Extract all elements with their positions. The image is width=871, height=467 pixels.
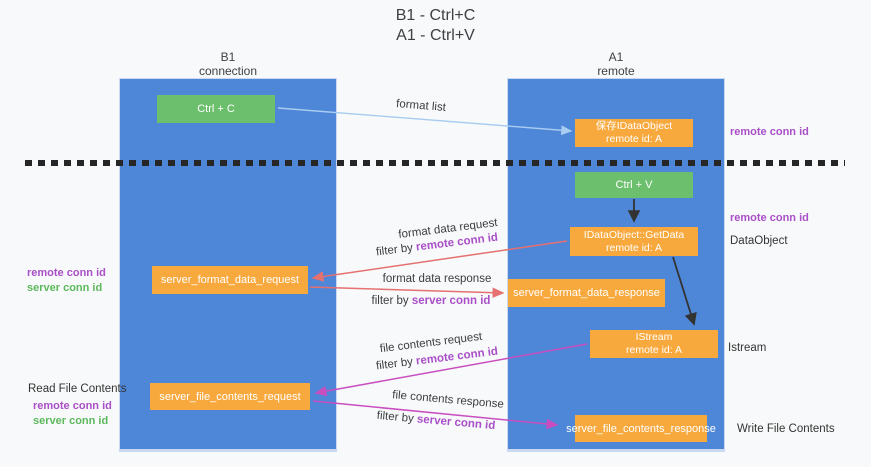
- read-file-contents-label: Read File Contents: [28, 383, 127, 395]
- title-line-2: A1 - Ctrl+V: [396, 27, 475, 44]
- filter-by-server-conn-id-label-1: filter by server conn id: [372, 295, 491, 307]
- save-dataobject-line2: remote id: A: [605, 133, 663, 145]
- filter-by-text: filter by: [375, 355, 417, 373]
- ctrl-v-label: Ctrl + V: [615, 179, 653, 191]
- server-file-contents-response-box: server_file_contents_response: [566, 415, 716, 442]
- istream-box: IStream remote id: A: [590, 330, 718, 358]
- left-server-conn-id-label-1: server conn id: [27, 282, 103, 294]
- getdata-box: IDataObject::GetData remote id: A: [570, 227, 698, 256]
- left-column-header: B1 connection: [119, 50, 337, 78]
- server-conn-id-text: server conn id: [416, 413, 496, 433]
- left-remote-conn-id-label-2: remote conn id: [33, 400, 112, 412]
- format-data-response-label: format data response: [382, 273, 492, 285]
- istream-line1: IStream: [635, 331, 673, 343]
- right-column-header: A1 remote: [507, 50, 725, 78]
- left-remote-conn-id-label-1: remote conn id: [27, 267, 106, 279]
- right-column-role: remote: [597, 64, 635, 78]
- server-conn-id-text: server conn id: [411, 295, 491, 307]
- save-dataobject-box: 保存IDataObject remote id: A: [575, 119, 693, 147]
- title-line-1: B1 - Ctrl+C: [395, 7, 476, 24]
- ctrl-c-label: Ctrl + C: [197, 103, 235, 115]
- left-column-name: B1: [220, 50, 236, 64]
- format-data-response-arrow: [309, 286, 505, 298]
- getdata-line1: IDataObject::GetData: [583, 228, 685, 241]
- left-column-role: connection: [198, 64, 258, 78]
- right-remote-conn-id-label-2: remote conn id: [730, 212, 809, 224]
- server-format-data-response-box: server_format_data_response: [508, 279, 665, 307]
- server-file-contents-request-box: server_file_contents_request: [150, 383, 310, 410]
- getdata-line2: remote id: A: [605, 241, 663, 254]
- server-format-data-request-label: server_format_data_request: [160, 274, 300, 286]
- diagram-title: B1 - Ctrl+C A1 - Ctrl+V: [0, 6, 871, 46]
- ctrl-v-box: Ctrl + V: [575, 172, 693, 198]
- write-file-contents-label: Write File Contents: [737, 423, 835, 435]
- filter-by-text: filter by: [376, 409, 418, 426]
- server-file-contents-response-label: server_file_contents_response: [566, 422, 716, 435]
- left-server-conn-id-label-2: server conn id: [33, 415, 109, 427]
- save-dataobject-line1: 保存IDataObject: [595, 120, 673, 132]
- filter-by-text: filter by: [371, 295, 412, 307]
- istream-margin-label: Istream: [728, 342, 767, 354]
- right-column-name: A1: [608, 50, 624, 64]
- right-remote-conn-id-label-1: remote conn id: [730, 126, 809, 138]
- copy-paste-divider-dashed-line: [25, 160, 845, 166]
- server-format-data-request-box: server_format_data_request: [152, 266, 308, 294]
- server-file-contents-request-label: server_file_contents_request: [159, 390, 301, 403]
- dataobject-label: DataObject: [730, 235, 788, 247]
- istream-line2: remote id: A: [625, 344, 683, 356]
- format-list-label: format list: [395, 98, 447, 114]
- file-contents-response-label: file contents response: [391, 389, 505, 411]
- filter-by-text: filter by: [375, 241, 417, 259]
- server-format-data-response-label: server_format_data_response: [513, 287, 660, 299]
- ctrl-c-box: Ctrl + C: [157, 95, 275, 123]
- filter-by-server-conn-id-label-2: filter by server conn id: [376, 410, 495, 432]
